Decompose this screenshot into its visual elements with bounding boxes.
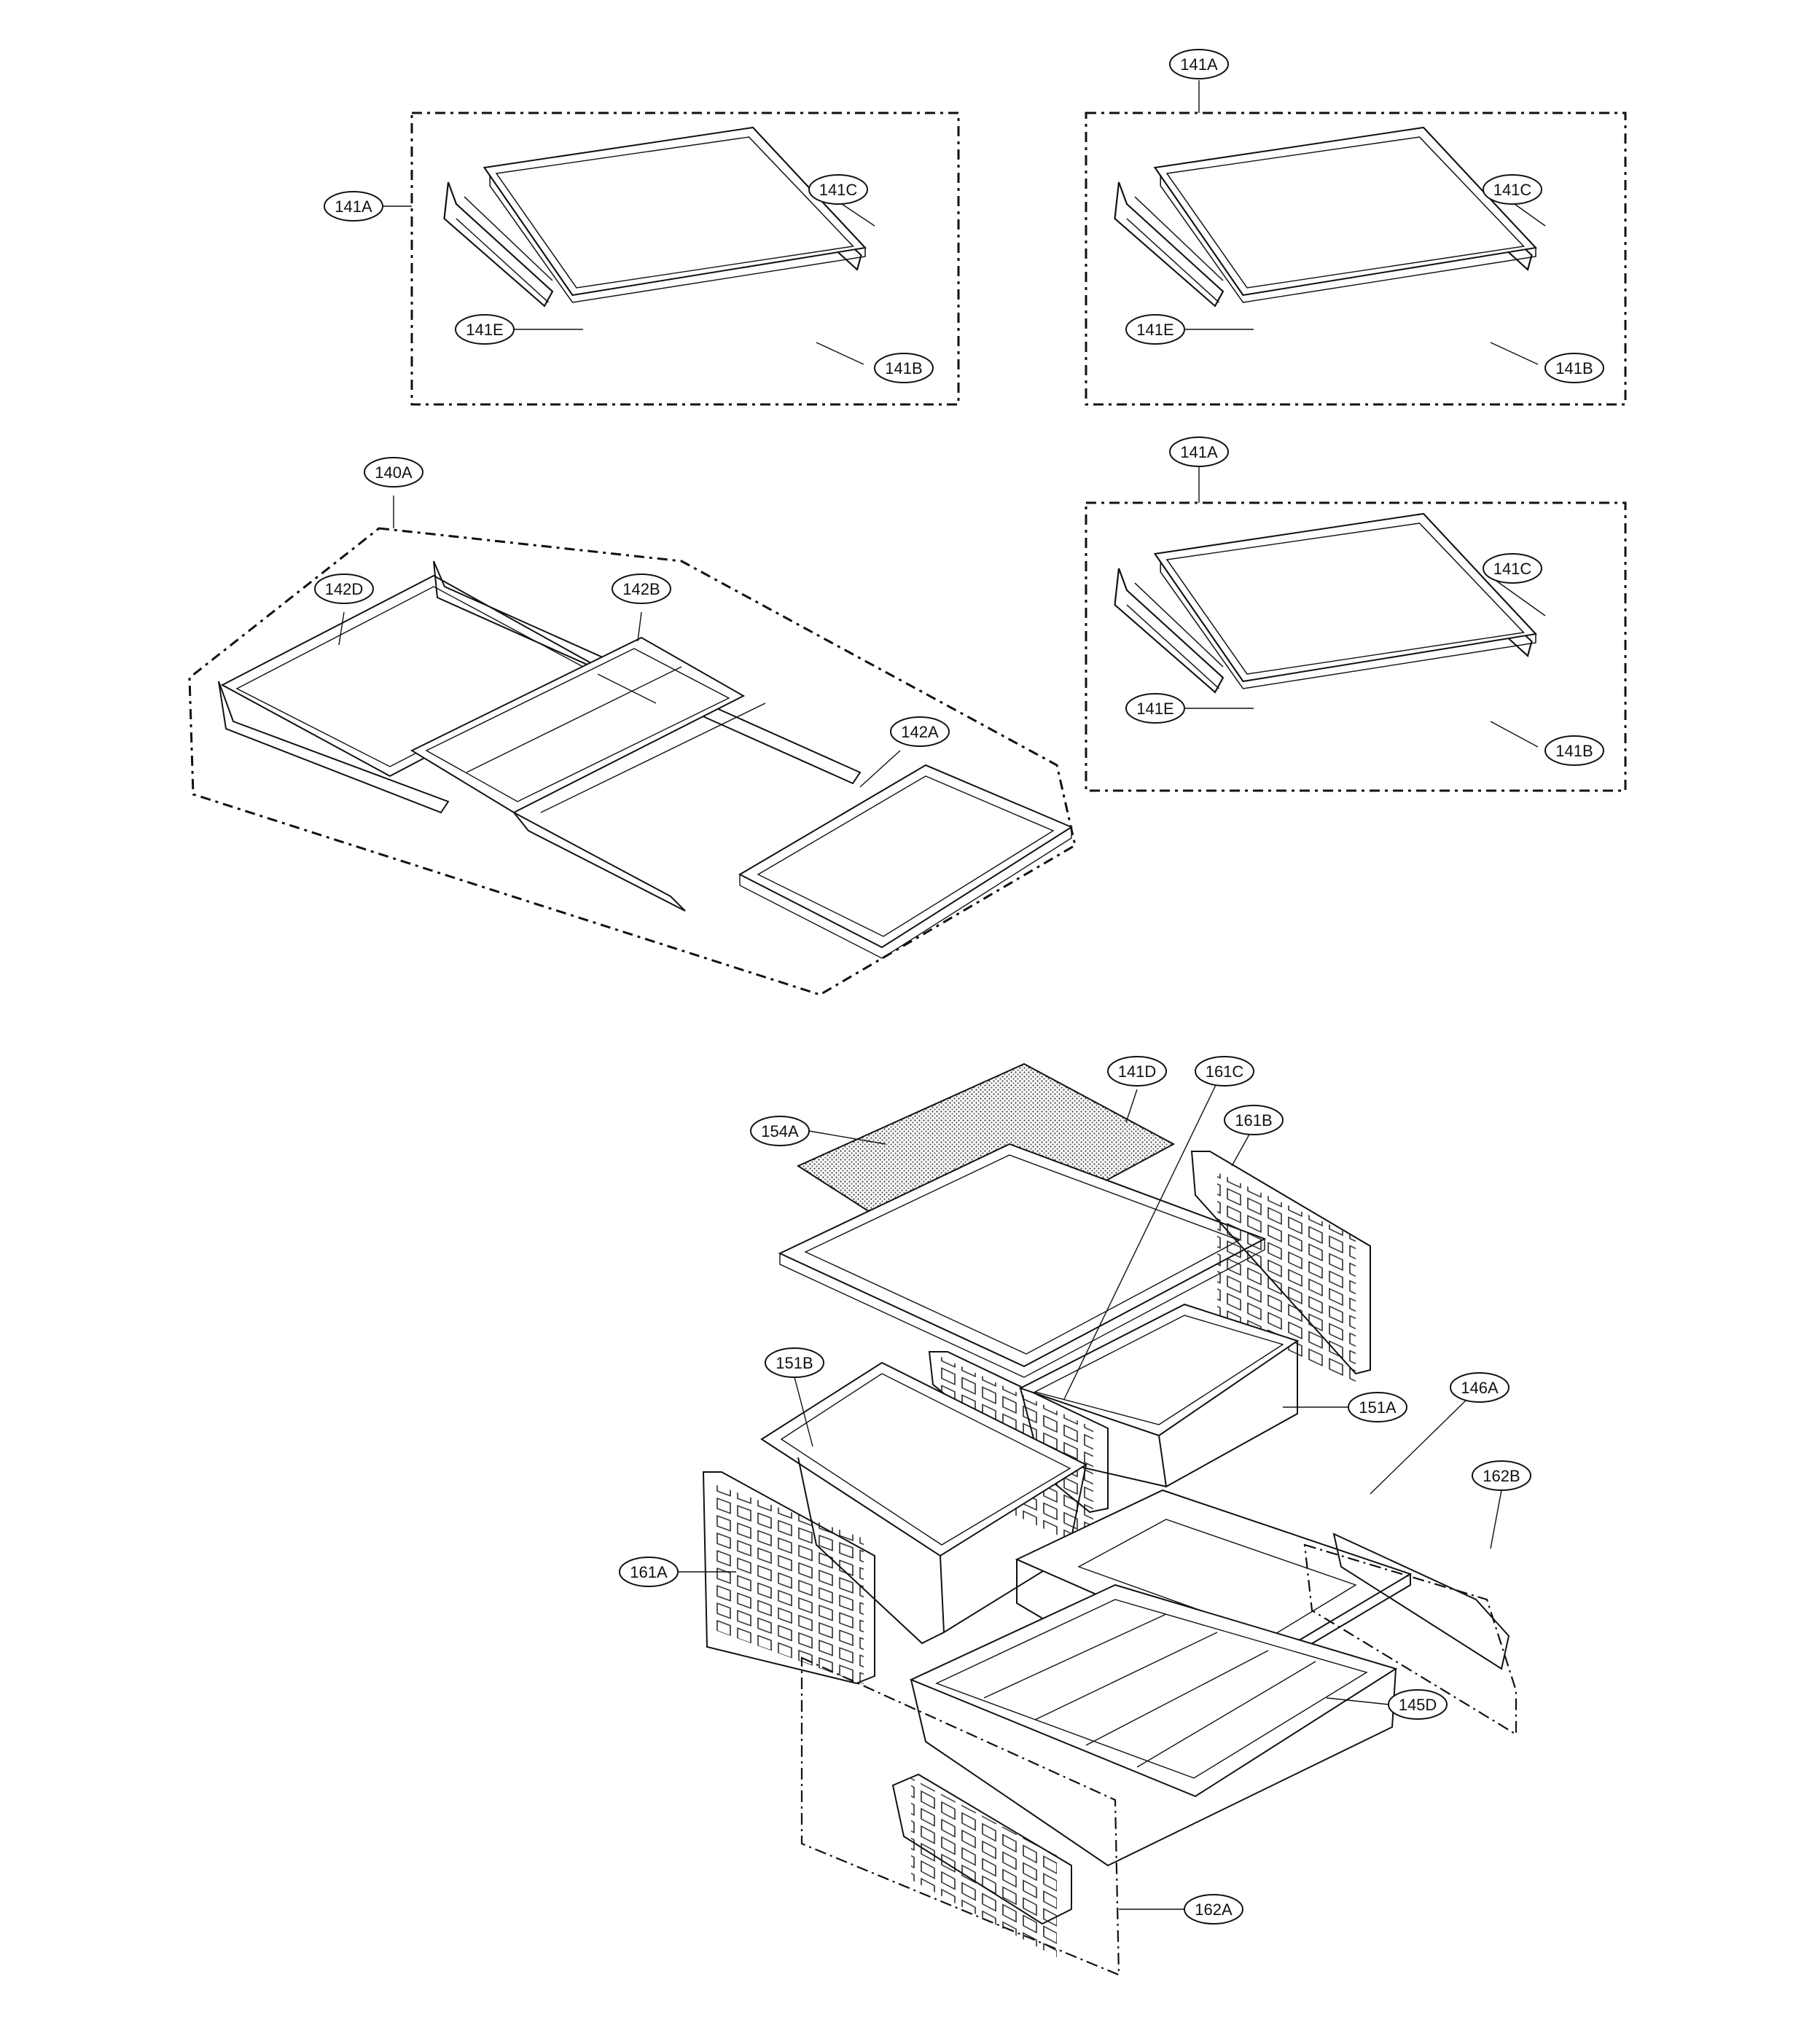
label-151a: 151A: [1359, 1398, 1397, 1417]
label-141a: 141A: [335, 197, 372, 216]
label-141c: 141C: [1493, 560, 1532, 578]
callout-142d: 142D: [314, 573, 374, 604]
label-161c: 161C: [1206, 1062, 1244, 1081]
callout-142b: 142B: [612, 573, 671, 604]
callout-140a: 140A: [364, 457, 423, 488]
label-141b: 141B: [1555, 742, 1593, 760]
callout-142a: 142A: [890, 716, 950, 747]
callout-141c-shelf-b: 141C: [1483, 174, 1542, 205]
shelf-assembly-c: [1085, 466, 1627, 792]
label-141d: 141D: [1118, 1062, 1157, 1081]
callout-141e-shelf-c: 141E: [1125, 693, 1185, 724]
callout-141a-shelf-c: 141A: [1169, 437, 1229, 467]
label-142b: 142B: [622, 580, 660, 598]
crisper-assembly: [678, 1062, 1518, 1976]
label-145d: 145D: [1399, 1696, 1437, 1714]
label-161b: 161B: [1235, 1111, 1272, 1130]
callout-141a-shelf-b: 141A: [1169, 49, 1229, 79]
label-141b: 141B: [1555, 359, 1593, 377]
callout-141c-shelf-c: 141C: [1483, 553, 1542, 584]
label-141e: 141E: [1136, 321, 1173, 339]
callout-141e-shelf-b: 141E: [1125, 314, 1185, 345]
label-141a: 141A: [1180, 443, 1218, 461]
callout-141b-shelf-b: 141B: [1544, 353, 1604, 383]
callout-162b: 162B: [1472, 1460, 1531, 1491]
label-141b: 141B: [885, 359, 922, 377]
callout-151b: 151B: [765, 1347, 824, 1378]
callout-154a: 154A: [750, 1116, 810, 1146]
label-142d: 142D: [325, 580, 364, 598]
label-141e: 141E: [1136, 700, 1173, 718]
callout-146a: 146A: [1450, 1372, 1509, 1403]
label-141a: 141A: [1180, 55, 1218, 74]
callout-141b-shelf-a: 141B: [874, 353, 934, 383]
callout-141b-shelf-c: 141B: [1544, 735, 1604, 766]
callout-161c: 161C: [1195, 1056, 1254, 1087]
callout-162a: 162A: [1184, 1894, 1243, 1925]
shelf-assembly-a: [383, 111, 960, 406]
shelf-assembly-b: [1085, 80, 1627, 406]
callout-145d: 145D: [1388, 1689, 1448, 1720]
folding-shelf-assembly: [188, 496, 1077, 996]
callout-141c-shelf-a: 141C: [808, 174, 868, 205]
label-161a: 161A: [630, 1563, 668, 1581]
callout-161a: 161A: [619, 1557, 679, 1587]
callout-151a: 151A: [1348, 1392, 1407, 1422]
label-142a: 142A: [901, 723, 939, 741]
label-146a: 146A: [1461, 1379, 1499, 1397]
label-154a: 154A: [761, 1122, 799, 1140]
callout-141d: 141D: [1107, 1056, 1167, 1087]
label-162b: 162B: [1483, 1467, 1520, 1485]
label-140a: 140A: [375, 463, 413, 482]
callout-161b: 161B: [1224, 1105, 1284, 1135]
callout-141e-shelf-a: 141E: [455, 314, 515, 345]
label-151b: 151B: [776, 1354, 813, 1372]
label-141c: 141C: [1493, 181, 1532, 199]
label-141e: 141E: [466, 321, 503, 339]
callout-141a-shelf-a: 141A: [324, 191, 383, 222]
label-141c: 141C: [819, 181, 858, 199]
label-162a: 162A: [1195, 1900, 1233, 1919]
